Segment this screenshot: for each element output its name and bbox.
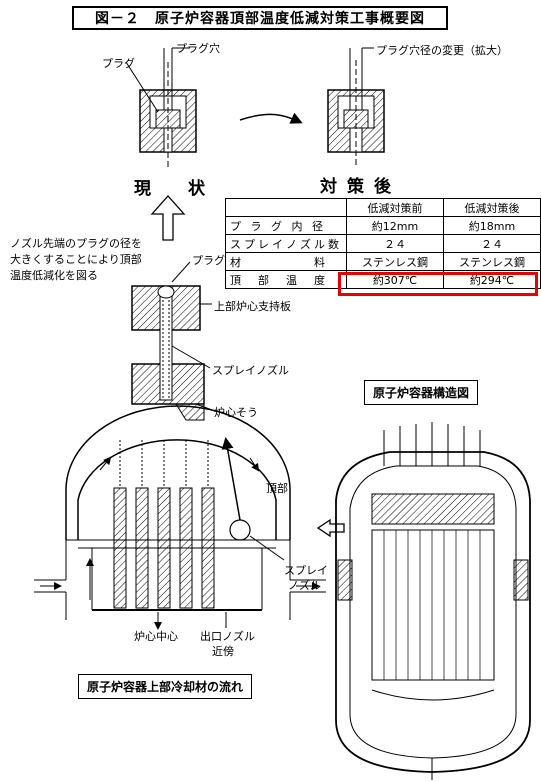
outlet-nozzle-label-2: 近傍 — [212, 645, 234, 658]
spray-nozzle-label: スプレイノズル — [212, 364, 289, 377]
after-plug-drawing — [327, 47, 385, 168]
measure-note-line-1: ノズル先端のプラグの径を — [10, 237, 142, 250]
row-before-value: ２４ — [346, 234, 444, 253]
row-after-value: 約18mm — [443, 216, 541, 235]
comparison-table: 低減対策前 低減対策後 プ ラ グ 内 径 約12mm 約18mm スプレイノズ… — [225, 198, 541, 289]
row-before-value: 約12mm — [346, 216, 444, 235]
core-center-label: 炉心中心 — [134, 630, 178, 643]
table-row: スプレイノズル数 ２４ ２４ — [225, 234, 541, 253]
row-label: 材 料 — [225, 252, 347, 271]
plug-hole-enlarged-label: プラグ穴径の変更（拡大） — [376, 44, 508, 57]
measure-note-line-3: 温度低減化を図る — [10, 269, 98, 282]
top-region-label: 頂部 — [266, 482, 288, 495]
spray-nozzle-detail — [131, 261, 213, 421]
row-label: プ ラ グ 内 径 — [225, 216, 347, 235]
structure-caption: 原子炉容器構造図 — [364, 380, 479, 405]
column-before: 低減対策前 — [346, 198, 444, 217]
core-barrel-label: 炉心そう — [214, 406, 258, 419]
plug-hole-label: プラグ穴 — [176, 42, 220, 55]
temperature-highlight-box — [338, 272, 538, 296]
table-row: 材 料 ステンレス鋼 ステンレス鋼 — [225, 252, 541, 271]
reactor-vessel-drawing — [335, 422, 531, 780]
table-corner-cell — [225, 198, 347, 217]
flow-spray-label-1: スプレイ — [284, 564, 328, 577]
coolant-flow-diagram — [34, 405, 345, 630]
plug-label: プラグ — [102, 57, 135, 70]
flow-spray-label-2: ノズル — [288, 579, 321, 592]
table-row: プ ラ グ 内 径 約12mm 約18mm — [225, 216, 541, 235]
support-plate-label: 上部炉心支持板 — [214, 300, 291, 313]
outlet-nozzle-label-1: 出口ノズル — [200, 630, 255, 643]
measure-note: ノズル先端のプラグの径を 大きくすることにより頂部 温度低減化を図る — [10, 236, 142, 284]
current-plug-drawing — [125, 47, 197, 168]
flow-diagram-caption: 原子炉容器上部冷却材の流れ — [78, 674, 253, 699]
row-label: 頂 部 温 度 — [225, 270, 347, 289]
row-label: スプレイノズル数 — [225, 234, 347, 253]
table-header-row: 低減対策前 低減対策後 — [225, 198, 541, 217]
row-before-value: ステンレス鋼 — [346, 252, 444, 271]
after-measure-caption: 対策後 — [320, 177, 401, 197]
current-status-caption: 現 状 — [134, 179, 215, 199]
measure-note-line-2: 大きくすることにより頂部 — [10, 253, 142, 266]
table-row: 頂 部 温 度 約307℃ 約294℃ — [225, 270, 541, 289]
column-after: 低減対策後 — [443, 198, 541, 217]
row-after-value: ２４ — [443, 234, 541, 253]
row-after-value: ステンレス鋼 — [443, 252, 541, 271]
nozzle-plug-label: プラグ — [192, 254, 225, 267]
figure-title: 図－２ 原子炉容器頂部温度低減対策工事概要図 — [72, 6, 448, 30]
